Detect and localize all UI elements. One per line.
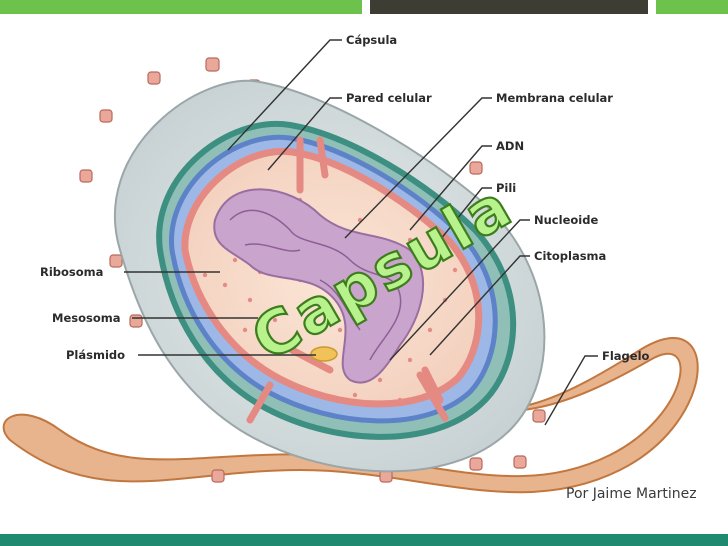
label-flagelo: Flagelo [602, 349, 650, 363]
label-plasmido: Plásmido [66, 348, 125, 362]
label-capsula: Cápsula [346, 33, 397, 47]
label-pili: Pili [496, 181, 516, 195]
label-pared-celular: Pared celular [346, 91, 432, 105]
label-adn: ADN [496, 139, 524, 153]
label-membrana-celular: Membrana celular [496, 91, 613, 105]
label-mesosoma: Mesosoma [52, 311, 120, 325]
label-citoplasma: Citoplasma [534, 249, 606, 263]
bottom-bar [0, 534, 728, 546]
author-caption: Por Jaime Martinez [566, 486, 697, 502]
top-bar-middle [370, 0, 648, 14]
dna-strands [229, 209, 402, 361]
leader-lines [124, 39, 598, 426]
wall-projections [246, 136, 449, 424]
top-bar-left [0, 0, 362, 14]
nucleoid [213, 188, 425, 384]
plasmid [310, 346, 338, 362]
top-bar-right [656, 0, 728, 14]
label-nucleoide: Nucleoide [534, 213, 598, 227]
label-ribosoma: Ribosoma [40, 265, 103, 279]
